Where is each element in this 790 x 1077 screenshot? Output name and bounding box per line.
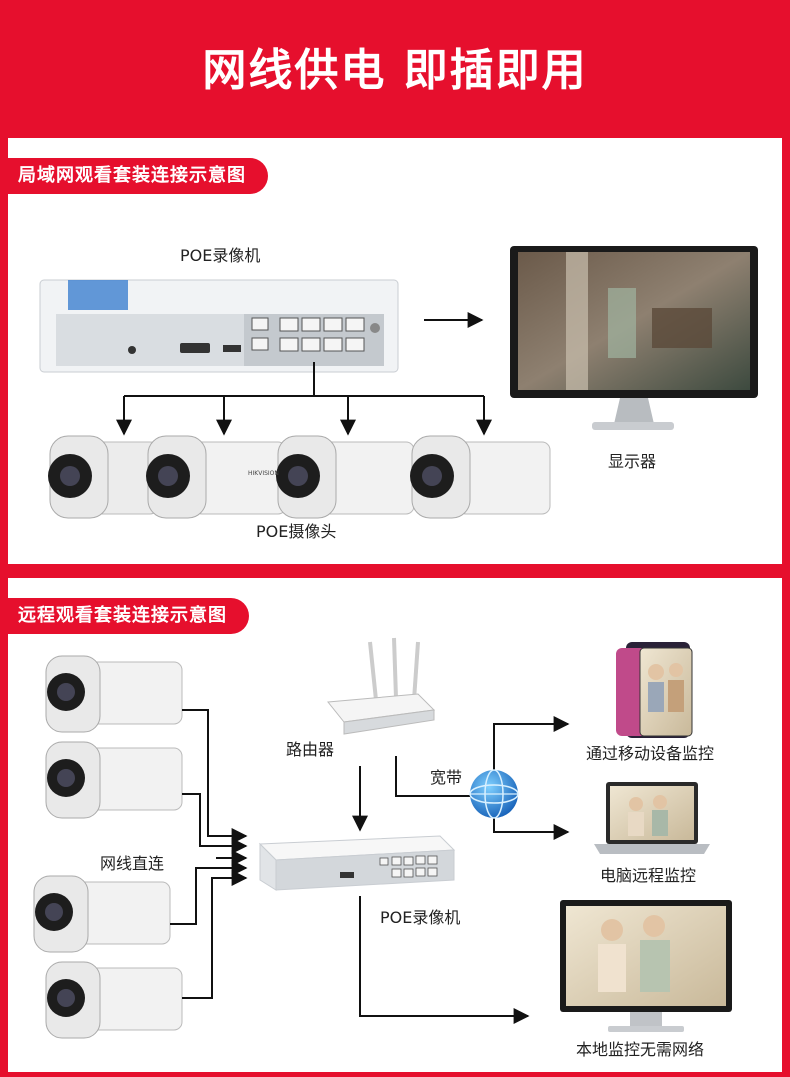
lan-diagram-panel: 局域网观看套装连接示意图 POE录像机 显示器 POE摄像头 HIKVISION bbox=[8, 138, 782, 564]
remote-diagram-graphic bbox=[33, 637, 732, 1039]
mobile-phone bbox=[616, 642, 693, 738]
router-label: 路由器 bbox=[286, 740, 335, 759]
broadband-label: 宽带 bbox=[430, 768, 463, 787]
mobile-monitor-label: 通过移动设备监控 bbox=[586, 744, 715, 763]
lan-diagram-graphic bbox=[39, 246, 758, 519]
poe-camera-4 bbox=[410, 435, 551, 519]
lan-section-tag: 局域网观看套装连接示意图 bbox=[8, 158, 268, 194]
nvr-label: POE录像机 bbox=[180, 246, 261, 265]
local-monitor bbox=[560, 900, 732, 1032]
direct-connect-label: 网线直连 bbox=[100, 854, 165, 873]
camera-left-3 bbox=[33, 875, 171, 953]
remote-section-tag: 远程观看套装连接示意图 bbox=[8, 598, 249, 634]
poe-camera-1 bbox=[48, 435, 159, 519]
camera-left-4 bbox=[45, 961, 183, 1039]
poe-nvr bbox=[39, 279, 399, 373]
poe-camera-2 bbox=[146, 435, 287, 519]
local-monitor-label: 本地监控无需网络 bbox=[576, 1040, 705, 1059]
cameras-label: POE摄像头 bbox=[256, 522, 337, 541]
router bbox=[327, 637, 436, 735]
camera-left-2 bbox=[45, 741, 183, 819]
monitor bbox=[510, 246, 758, 430]
monitor-label: 显示器 bbox=[608, 452, 657, 471]
camera-left-1 bbox=[45, 655, 183, 733]
poe-nvr-remote bbox=[258, 835, 456, 891]
poe-camera-3 bbox=[276, 435, 415, 519]
internet-globe-icon bbox=[469, 769, 519, 819]
camera-brand-logo: HIKVISION bbox=[248, 470, 279, 477]
remote-nvr-label: POE录像机 bbox=[380, 908, 461, 927]
remote-diagram-panel: 远程观看套装连接示意图 路由器 宽带 网线直连 POE录像机 通过移动设备监控 … bbox=[8, 578, 782, 1072]
laptop bbox=[594, 782, 710, 854]
page-headline: 网线供电 即插即用 bbox=[202, 45, 588, 96]
pc-monitor-label: 电脑远程监控 bbox=[600, 866, 697, 885]
